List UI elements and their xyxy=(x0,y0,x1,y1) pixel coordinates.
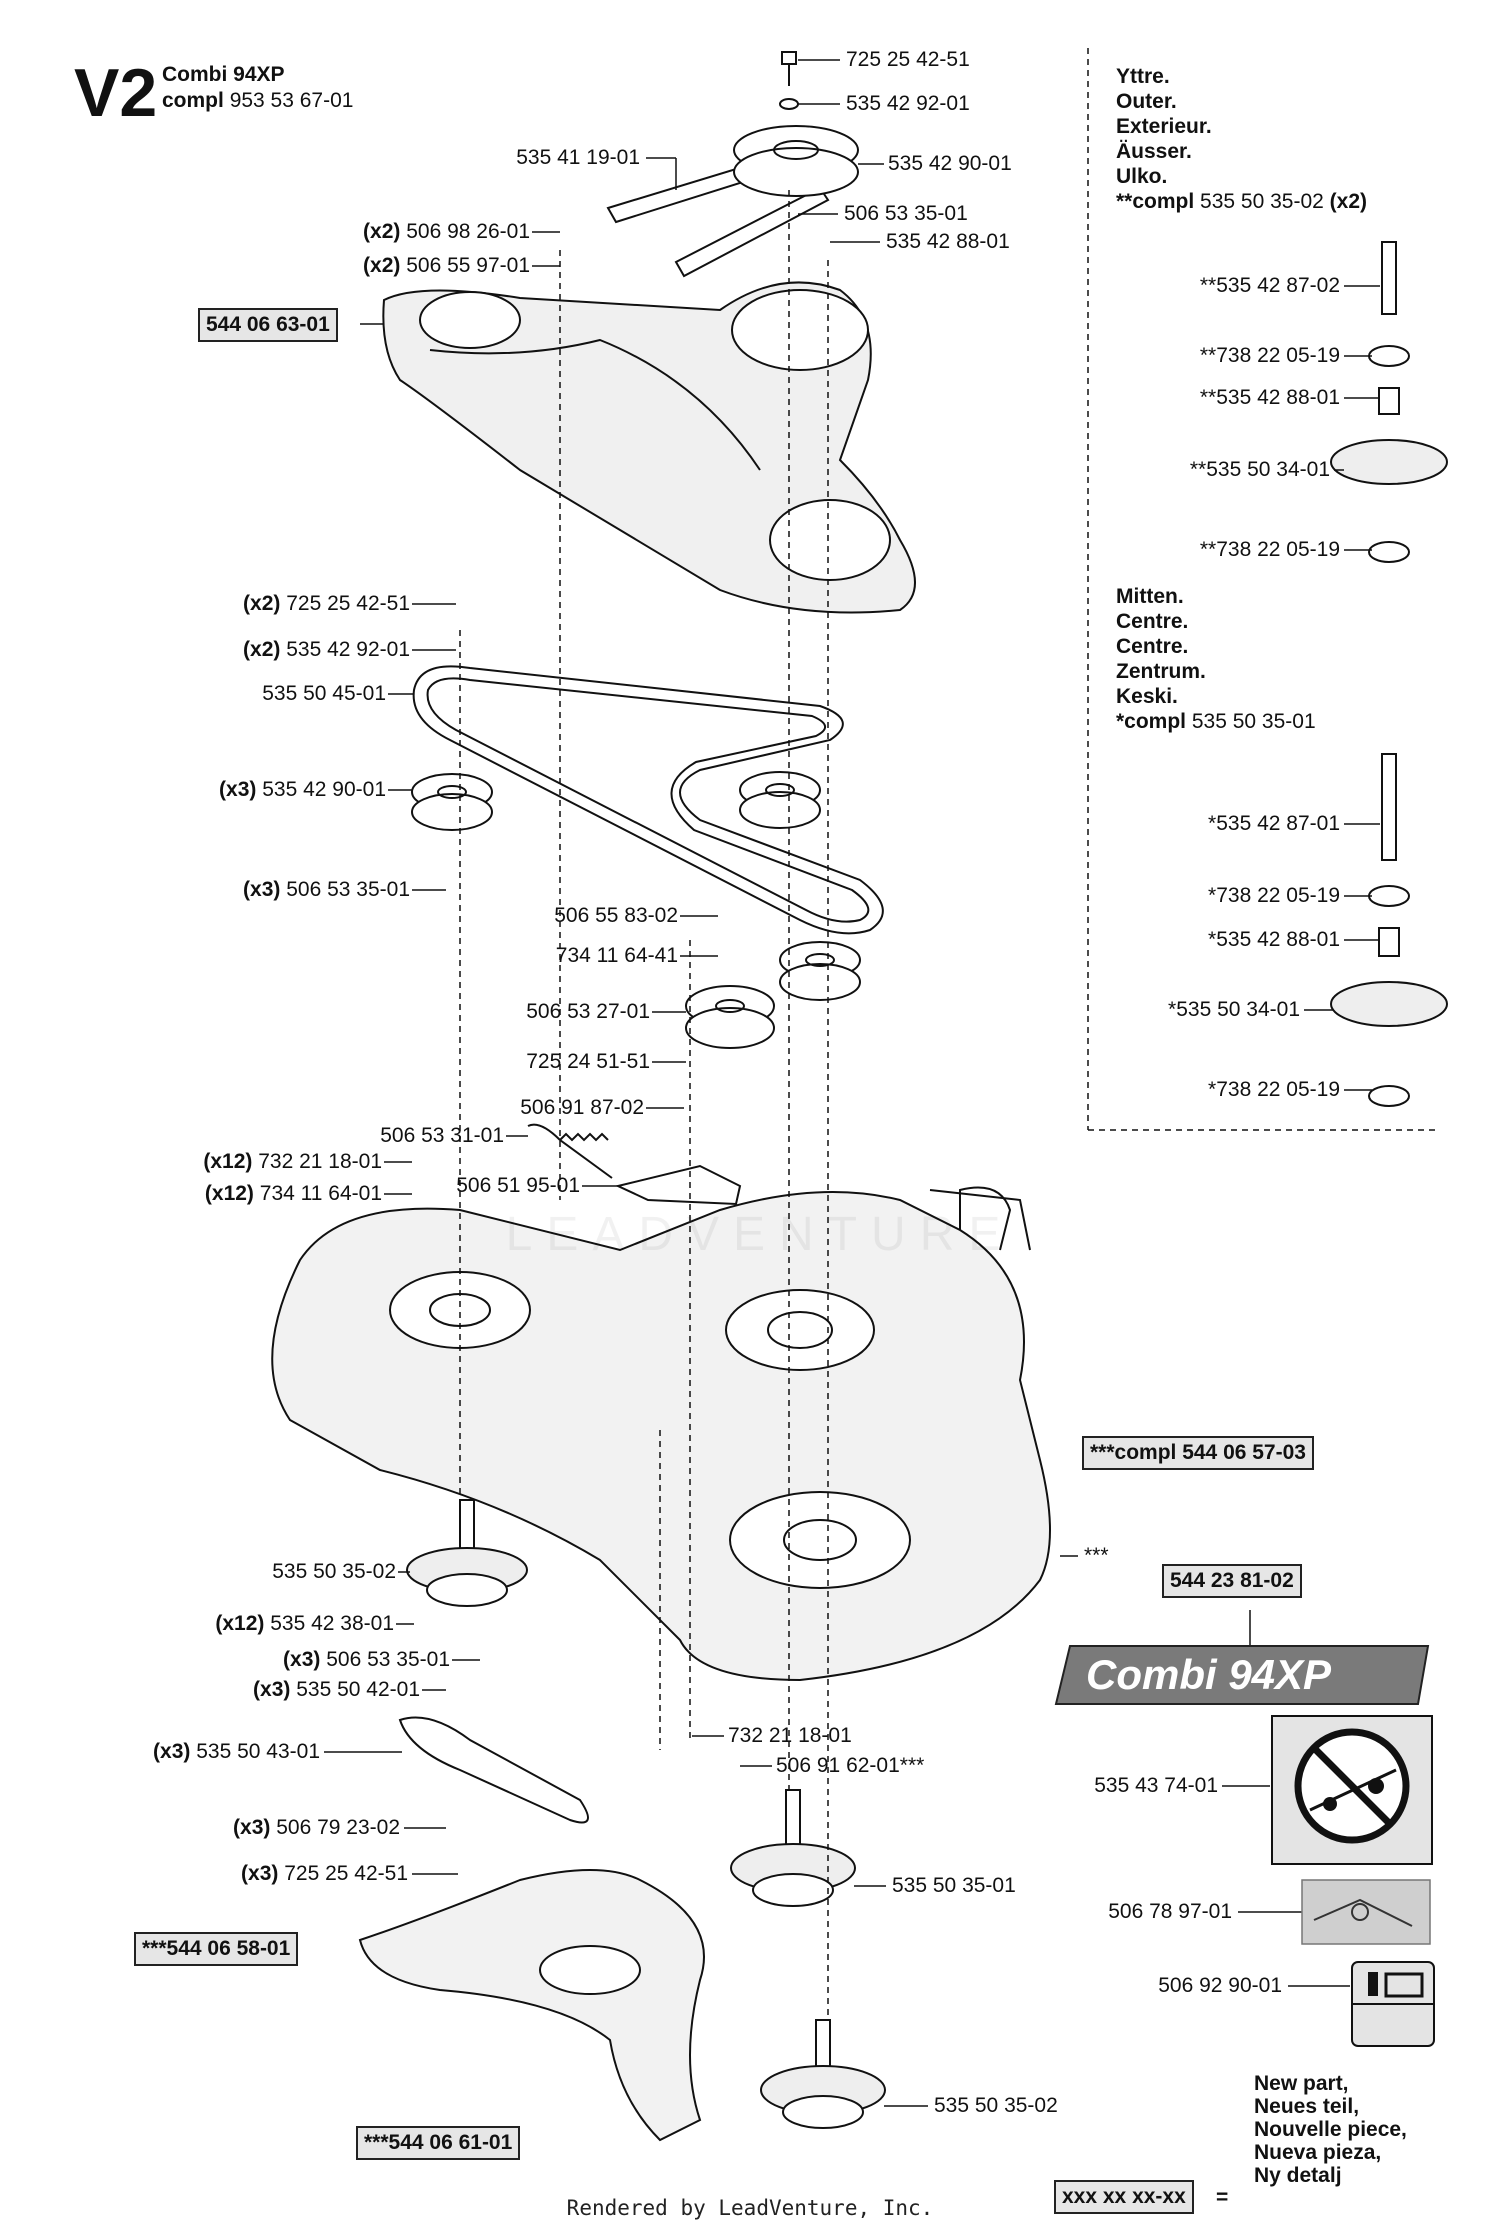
belt-routing-decal xyxy=(1301,1879,1431,1945)
part-label[interactable]: 506 78 97-01 xyxy=(1108,1900,1232,1923)
sidebar-part[interactable]: **535 42 87-02 xyxy=(1199,274,1340,297)
idler-pulley xyxy=(685,985,775,1049)
left-spindle xyxy=(406,1499,528,1607)
part-label[interactable]: (x2) 535 42 92-01 xyxy=(243,638,410,661)
sidebar-part[interactable]: *535 42 88-01 xyxy=(1208,928,1340,951)
part-label[interactable]: 535 50 45-01 xyxy=(262,682,386,705)
part-label[interactable]: 535 50 35-01 xyxy=(892,1874,1016,1897)
part-label[interactable]: (x3) 506 79 23-02 xyxy=(233,1816,400,1839)
sidebar-outer-spindle xyxy=(1330,241,1448,563)
manual-ce-decal xyxy=(1351,1961,1435,2047)
compl-word: compl xyxy=(162,89,224,112)
part-label[interactable]: (x3) 506 53 35-01 xyxy=(283,1648,450,1671)
sidebar-part[interactable]: **738 22 05-19 xyxy=(1199,538,1340,561)
watermark: LEADVENTURE xyxy=(506,1208,1015,1261)
part-label[interactable]: 506 92 90-01 xyxy=(1158,1974,1282,1997)
part-label[interactable]: 506 55 83-02 xyxy=(554,904,678,927)
legend-box: xxx xx xx-xx xyxy=(1054,2180,1194,2214)
tension-arm xyxy=(527,1123,742,1206)
part-box[interactable]: 544 23 81-02 xyxy=(1162,1564,1302,1598)
top-bolt xyxy=(779,51,799,110)
part-label[interactable]: (x3) 725 25 42-51 xyxy=(241,1862,408,1885)
part-label[interactable]: 535 42 90-01 xyxy=(888,152,1012,175)
sidebar-part[interactable]: *535 42 87-01 xyxy=(1208,812,1340,835)
model-banner-text: Combi 94XP xyxy=(1086,1651,1332,1698)
model-banner xyxy=(1054,1645,1430,1705)
sidebar-part[interactable]: *738 22 05-19 xyxy=(1208,1078,1340,1101)
part-label[interactable]: 725 24 51-51 xyxy=(526,1050,650,1073)
part-label[interactable]: 506 91 87-02 xyxy=(520,1096,644,1119)
part-label[interactable]: (x3) 506 53 35-01 xyxy=(243,878,410,901)
part-box[interactable]: ***544 06 61-01 xyxy=(356,2126,521,2160)
part-box[interactable]: 544 06 63-01 xyxy=(198,308,338,342)
model-name: Combi 94XP xyxy=(162,63,285,86)
part-label[interactable]: (x3) 535 50 42-01 xyxy=(253,1678,420,1701)
footer-credit: Rendered by LeadVenture, Inc. xyxy=(566,2196,934,2220)
part-label[interactable]: 535 42 88-01 xyxy=(886,230,1010,253)
legend-equals: = xyxy=(1216,2186,1229,2209)
new-part-legend: New part, Neues teil, Nouvelle piece, Nu… xyxy=(1254,2072,1407,2187)
middle-spindle xyxy=(730,1789,856,1907)
lower-baffle xyxy=(358,1869,705,2142)
part-label[interactable]: 506 53 31-01 xyxy=(380,1124,504,1147)
main-belt xyxy=(412,665,884,935)
outer-heading: Yttre. Outer. Exterieur. Äusser. Ulko. *… xyxy=(1116,65,1368,213)
sidebar-centre-spindle xyxy=(1330,753,1448,1107)
part-label[interactable]: 506 51 95-01 xyxy=(456,1174,580,1197)
assembly-axes xyxy=(459,48,1440,2020)
part-label[interactable]: 535 50 35-02 xyxy=(272,1560,396,1583)
part-label[interactable]: (x2) 506 98 26-01 xyxy=(363,220,530,243)
centre-heading: Mitten. Centre. Centre. Zentrum. Keski. … xyxy=(1116,585,1316,733)
part-label[interactable]: (x12) 732 21 18-01 xyxy=(203,1150,382,1173)
diagram-code: V2 xyxy=(74,55,158,131)
sidebar-part[interactable]: **535 42 88-01 xyxy=(1199,386,1340,409)
part-label[interactable]: (x2) 725 25 42-51 xyxy=(243,592,410,615)
centre-pulley xyxy=(739,771,821,829)
compl-number: 953 53 67-01 xyxy=(229,89,354,112)
part-label[interactable]: 506 53 35-01 xyxy=(844,202,968,225)
top-pulley xyxy=(733,125,859,197)
right-spindle xyxy=(760,2019,886,2129)
part-label[interactable]: 535 41 19-01 xyxy=(516,146,640,169)
part-label[interactable]: 506 91 62-01*** xyxy=(776,1754,925,1777)
blade xyxy=(398,1716,589,1824)
part-label[interactable]: 535 50 35-02 xyxy=(934,2094,1058,2117)
sidebar-part[interactable]: *535 50 34-01 xyxy=(1168,998,1300,1021)
part-label[interactable]: 535 42 92-01 xyxy=(846,92,970,115)
part-box[interactable]: ***544 06 58-01 xyxy=(134,1932,299,1966)
part-label[interactable]: (x12) 535 42 38-01 xyxy=(215,1612,394,1635)
part-label[interactable]: (x12) 734 11 64-01 xyxy=(204,1182,382,1205)
leader-lines xyxy=(324,59,1380,2107)
part-label[interactable]: 535 43 74-01 xyxy=(1094,1774,1218,1797)
top-cover xyxy=(382,281,916,614)
part-label[interactable]: 734 11 64-41 xyxy=(555,944,678,967)
part-box[interactable]: ***compl 544 06 57-03 xyxy=(1082,1436,1314,1470)
diagram-title: Combi 94XP compl 953 53 67-01 xyxy=(162,62,353,114)
sidebar-part[interactable]: **535 50 34-01 xyxy=(1189,458,1330,481)
sidebar-part[interactable]: **738 22 05-19 xyxy=(1199,344,1340,367)
part-label[interactable]: 725 25 42-51 xyxy=(846,48,970,71)
sidebar-part[interactable]: *738 22 05-19 xyxy=(1208,884,1340,907)
part-label[interactable]: 506 53 27-01 xyxy=(526,1000,650,1023)
part-label[interactable]: (x3) 535 42 90-01 xyxy=(219,778,386,801)
mower-deck xyxy=(271,1186,1051,1682)
part-label[interactable]: (x3) 535 50 43-01 xyxy=(153,1740,320,1763)
right-pulley xyxy=(779,941,861,1001)
no-slope-decal xyxy=(1271,1715,1433,1865)
left-pulley xyxy=(411,773,493,831)
part-label[interactable]: *** xyxy=(1084,1544,1109,1567)
part-label[interactable]: (x2) 506 55 97-01 xyxy=(363,254,530,277)
part-label[interactable]: 732 21 18-01 xyxy=(728,1724,852,1747)
